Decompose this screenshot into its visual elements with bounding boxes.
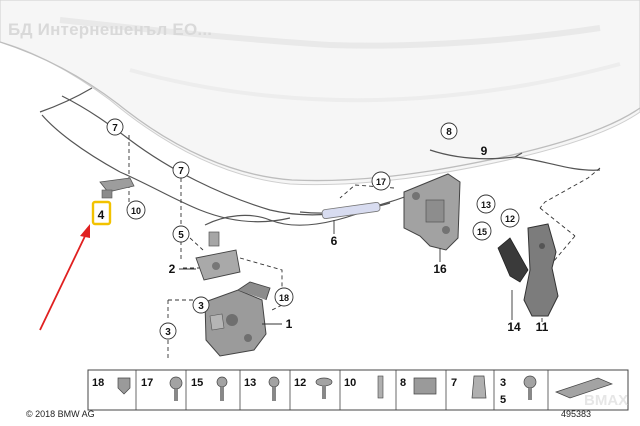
strip-cell-17: 17 <box>141 376 183 401</box>
strip-cell-kit <box>555 377 613 399</box>
seller-name-overlay: БД Интернешенъл ЕО... <box>8 20 213 39</box>
drawing-number: 495383 <box>561 409 592 419</box>
svg-text:18: 18 <box>279 293 289 303</box>
strip-cell-13: 13 <box>244 376 280 401</box>
hood-lock-lower <box>195 249 241 281</box>
strip-cell-12: 12 <box>294 377 333 399</box>
hood-lock-main <box>204 281 271 357</box>
cable-pulltube <box>321 201 381 219</box>
svg-text:8: 8 <box>446 127 452 138</box>
highlight-box <box>91 200 112 226</box>
callout-12: 12 <box>500 208 520 228</box>
callout-7-middle: 7 <box>172 161 190 179</box>
callout-3-lower: 3 <box>159 322 177 340</box>
lock-bracket <box>403 173 461 251</box>
svg-text:15: 15 <box>191 377 203 389</box>
callout-6: 6 <box>331 234 338 248</box>
svg-text:5: 5 <box>178 230 184 241</box>
leader-lines <box>128 135 601 360</box>
svg-text:7: 7 <box>451 377 457 389</box>
hood-panel <box>0 0 640 186</box>
svg-text:15: 15 <box>477 227 487 237</box>
svg-text:13: 13 <box>244 377 256 389</box>
callout-17: 17 <box>371 171 391 191</box>
callout-4: 4 <box>98 208 105 222</box>
svg-text:17: 17 <box>376 177 386 187</box>
svg-text:8: 8 <box>400 377 406 389</box>
callout-13: 13 <box>476 194 496 214</box>
watermark: BMAX <box>584 392 629 409</box>
callout-3-upper: 3 <box>192 296 210 314</box>
callout-15: 15 <box>472 221 492 241</box>
strip-cell-10: 10 <box>344 375 384 399</box>
strip-cell-3-5: 3 5 <box>500 375 537 406</box>
callout-2: 2 <box>169 262 176 276</box>
svg-text:17: 17 <box>141 377 153 389</box>
strip-cell-8: 8 <box>400 377 437 395</box>
svg-text:10: 10 <box>344 377 356 389</box>
svg-text:3: 3 <box>165 327 171 338</box>
svg-text:12: 12 <box>505 214 515 224</box>
callout-16: 16 <box>433 262 447 276</box>
svg-text:5: 5 <box>500 394 506 406</box>
callout-10: 10 <box>126 200 146 220</box>
hood-release-handle <box>99 177 135 199</box>
svg-text:10: 10 <box>131 206 141 216</box>
svg-text:7: 7 <box>112 123 118 134</box>
strip-cell-7: 7 <box>451 375 487 399</box>
svg-text:12: 12 <box>294 377 306 389</box>
copyright-text: © 2018 BMW AG <box>26 409 95 419</box>
cable-clip <box>208 231 220 247</box>
svg-text:18: 18 <box>92 377 104 389</box>
callout-8: 8 <box>440 122 458 140</box>
svg-text:3: 3 <box>198 301 204 312</box>
rubber-buffer <box>497 237 529 283</box>
callout-11: 11 <box>536 320 549 334</box>
parts-strip: 18 17 15 13 12 10 8 <box>87 369 629 411</box>
strip-cell-15: 15 <box>191 376 228 401</box>
callout-1: 1 <box>286 317 293 331</box>
svg-text:13: 13 <box>481 200 491 210</box>
strip-cell-18: 18 <box>92 377 131 395</box>
callout-9: 9 <box>481 144 488 158</box>
callout-18: 18 <box>274 287 294 307</box>
callout-14: 14 <box>507 320 521 334</box>
bowden-cables <box>39 87 601 226</box>
highlight-arrow <box>39 224 90 331</box>
svg-text:7: 7 <box>178 166 184 177</box>
callout-7-upper: 7 <box>106 118 124 136</box>
callout-5: 5 <box>172 225 190 243</box>
catch-bracket <box>523 223 559 317</box>
svg-text:3: 3 <box>500 377 506 389</box>
